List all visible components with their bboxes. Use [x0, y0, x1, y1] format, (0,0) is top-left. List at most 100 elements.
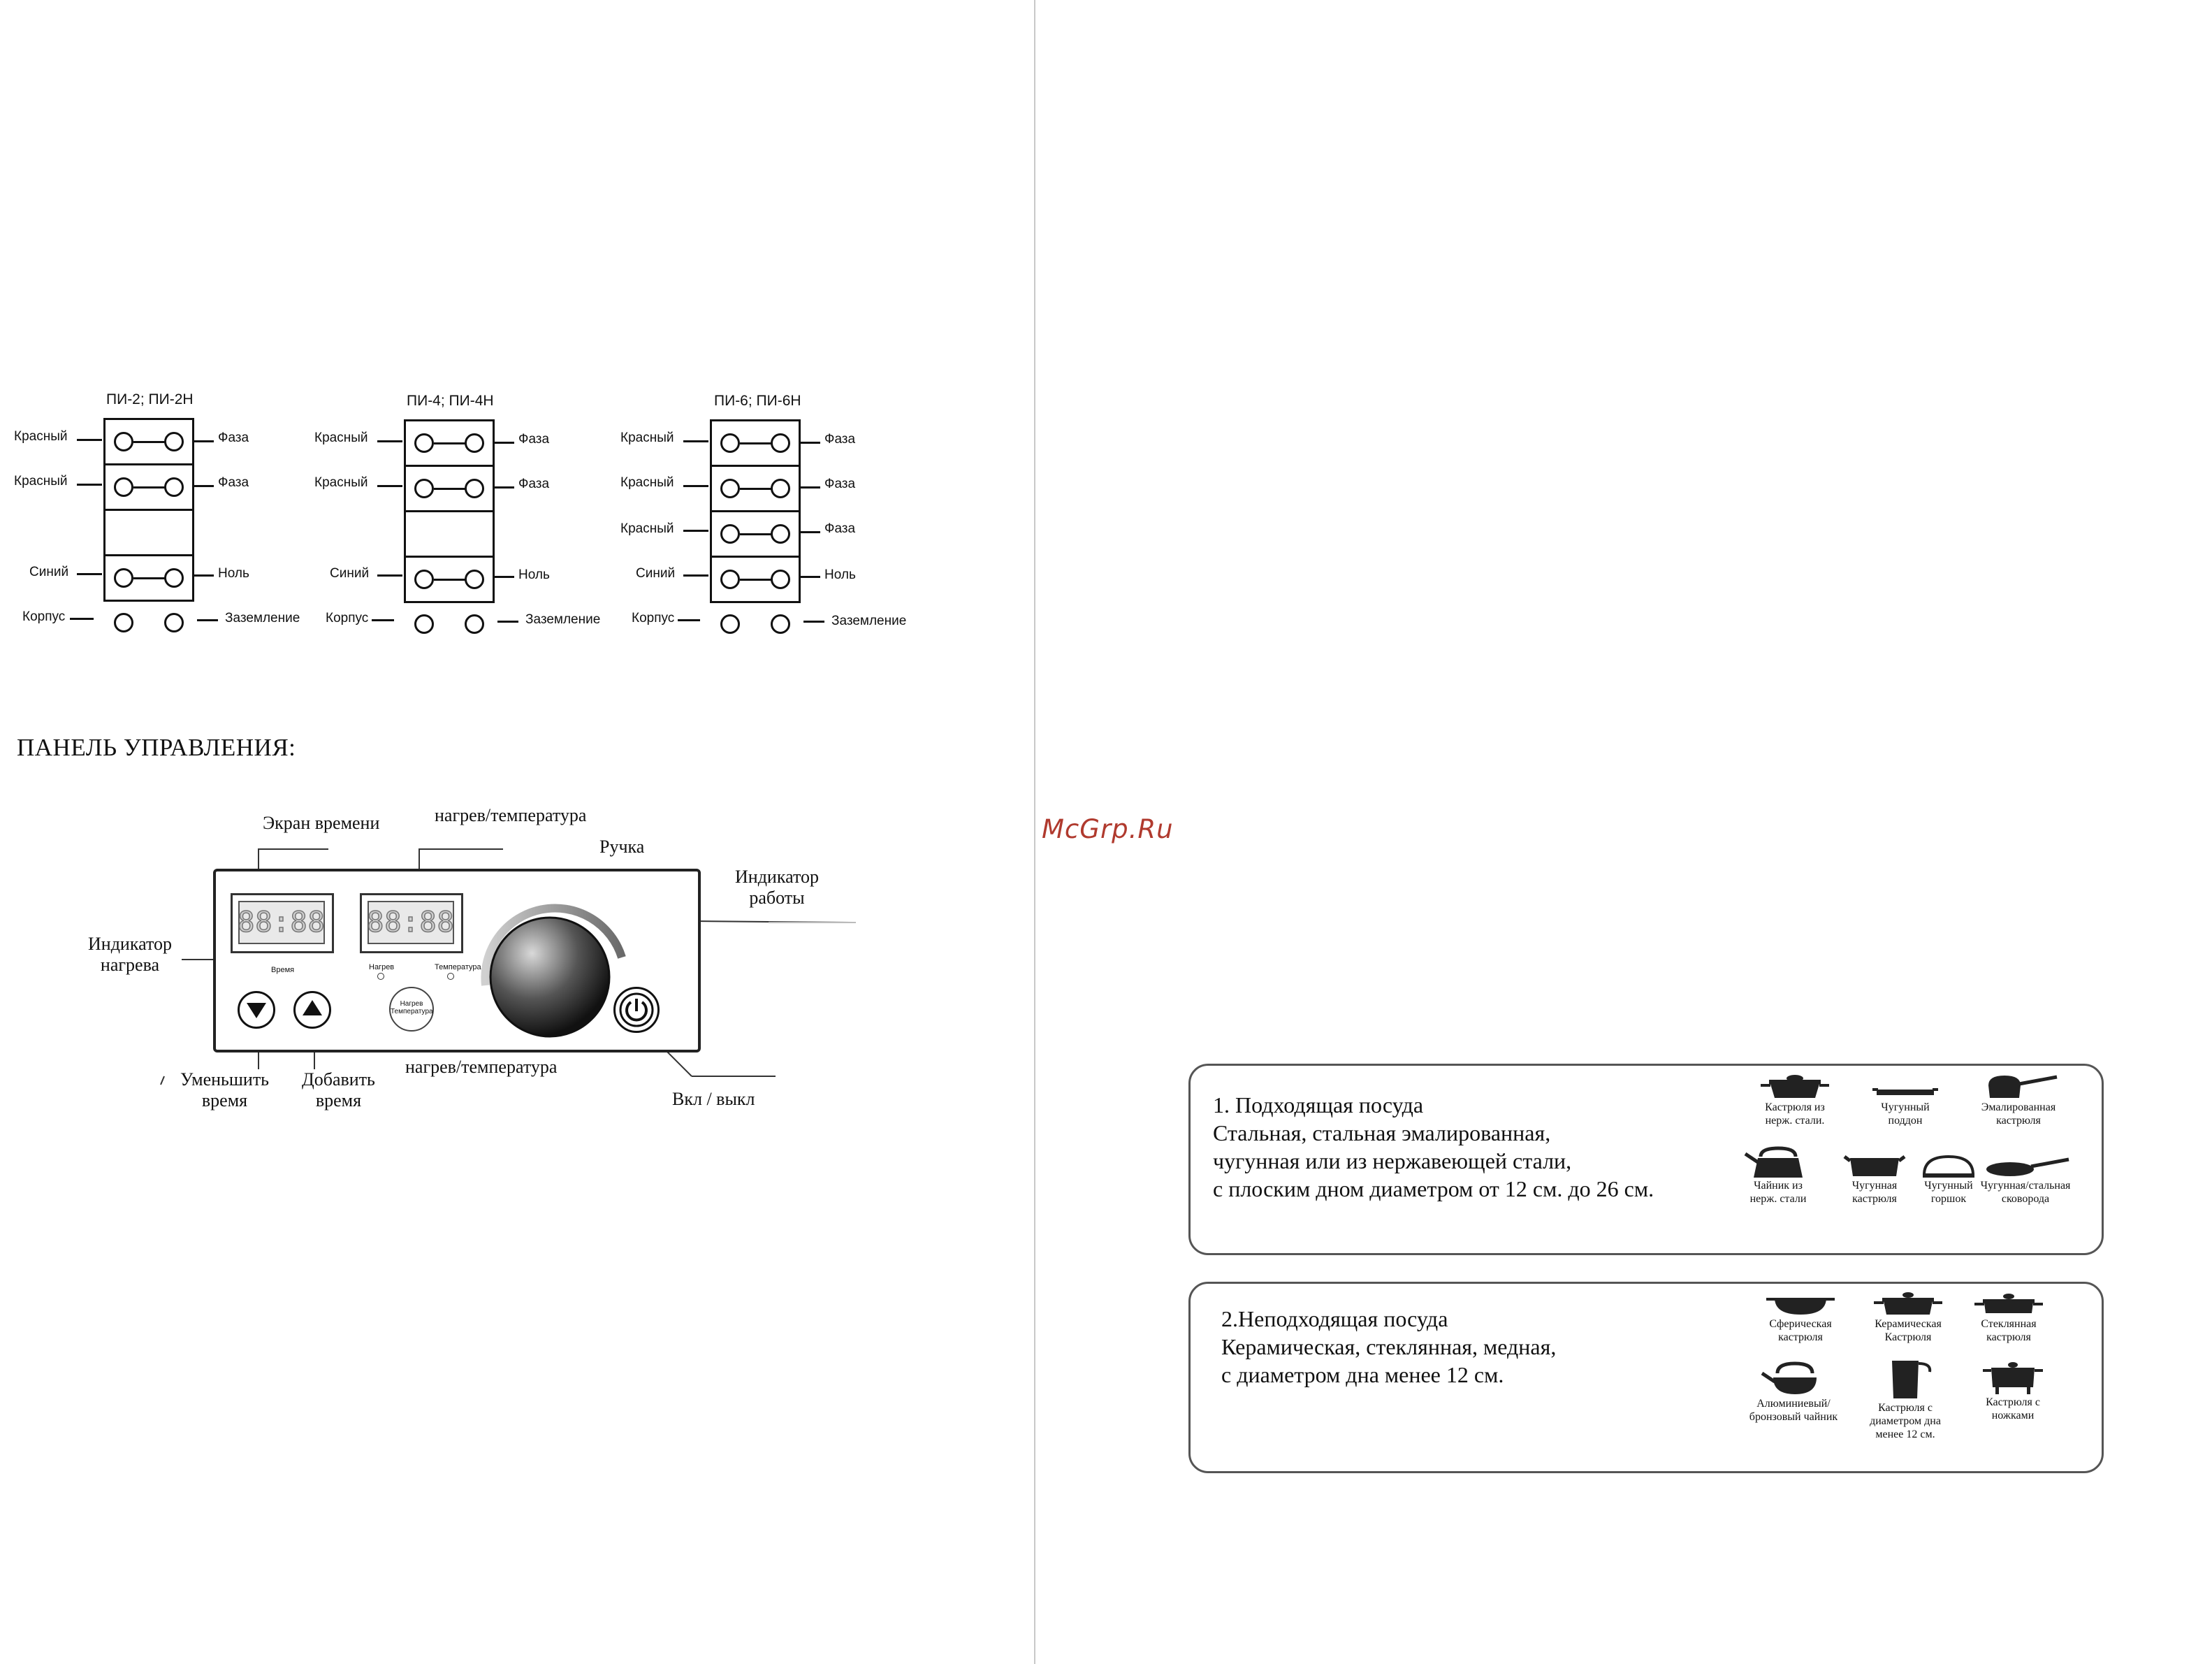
cookware-item: Алюминиевый/бронзовый чайник	[1741, 1359, 1846, 1424]
increase-time-callout: Добавить время	[302, 1069, 375, 1111]
cookware-label: Чугунная/стальная	[1980, 1180, 2071, 1192]
wire-label-right: Фаза	[824, 521, 856, 536]
terminal-row	[406, 558, 493, 601]
increase-time-button[interactable]	[293, 991, 331, 1029]
terminal-screw-icon	[465, 433, 484, 453]
suitable-line: чугунная или из нержавеющей стали,	[1213, 1148, 1572, 1173]
wire-label-left: Красный	[620, 521, 674, 536]
wire-label-right: Ноль	[218, 566, 249, 581]
terminal-screw-icon	[114, 432, 133, 451]
terminal-row	[712, 421, 799, 467]
wire-label-right: Ноль	[824, 567, 856, 582]
stainless-kettle-icon	[1744, 1146, 1803, 1178]
increase-time-line: время	[315, 1090, 362, 1110]
heat-temp-button-label: Температура	[391, 1008, 433, 1015]
heat-indicator-led	[377, 973, 384, 980]
terminal-screw-icon	[465, 479, 484, 498]
terminal-screw-icon	[465, 614, 484, 634]
terminal-screw-icon	[414, 570, 434, 589]
wiring-diagram-pi4: ПИ-4; ПИ-4Н Красный Фаза Красный Фаза Си…	[279, 393, 615, 686]
temperature-label: Температура	[435, 963, 481, 971]
cookware-label: менее 12 см.	[1875, 1428, 1935, 1440]
suitable-cookware-box: 1. Подходящая посуда Стальная, стальная …	[1188, 1064, 2104, 1255]
power-button[interactable]	[613, 987, 660, 1033]
cast-iron-pot-icon	[1843, 1155, 1906, 1176]
legged-pot-icon	[1983, 1362, 2043, 1394]
wire-label-right: Заземление	[525, 612, 601, 627]
wire-label-left: Корпус	[326, 611, 369, 625]
wiring-title: ПИ-6; ПИ-6Н	[714, 393, 801, 409]
terminal-screw-icon	[771, 524, 790, 544]
wire-label-right: Фаза	[518, 432, 550, 447]
arrow-up-icon	[303, 1000, 322, 1015]
time-label: Время	[271, 966, 295, 974]
cookware-label: кастрюля	[1852, 1193, 1897, 1205]
small-base-pot-icon	[1892, 1361, 1932, 1398]
page-divider	[1034, 0, 1035, 1664]
terminal-row	[406, 467, 493, 512]
cookware-label: сковорода	[2001, 1193, 2050, 1205]
ground-terminals	[103, 601, 190, 644]
wire-label-right: Фаза	[518, 477, 550, 491]
decrease-time-button[interactable]	[238, 991, 275, 1029]
wiring-title: ПИ-2; ПИ-2Н	[106, 391, 194, 407]
cookware-label: Кастрюля из	[1765, 1101, 1825, 1113]
terminal-row	[712, 467, 799, 512]
cookware-label: диаметром дна	[1870, 1415, 1941, 1427]
wire-label-right: Фаза	[218, 475, 249, 490]
heat-label: Нагрев	[369, 963, 395, 971]
heat-temp-top-callout: нагрев/температура	[435, 805, 587, 825]
heat-temp-button-label: Нагрев	[400, 1000, 423, 1008]
wire-label-right: Ноль	[518, 567, 550, 582]
terminal-screw-icon	[414, 433, 434, 453]
wire-label-right: Заземление	[225, 611, 300, 625]
watermark: McGrp.Ru	[1042, 814, 1174, 844]
terminal-screw-icon	[114, 477, 133, 497]
wire-label-left: Красный	[620, 431, 674, 445]
work-indicator-callout: Индикатор работы	[735, 867, 819, 909]
heat-temperature-button[interactable]: Нагрев Температура	[389, 987, 434, 1032]
cookware-label: бронзовый чайник	[1749, 1411, 1838, 1423]
terminal-screw-icon	[771, 570, 790, 589]
unsuitable-cookware-box: 2.Неподходящая посуда Керамическая, стек…	[1188, 1282, 2104, 1473]
cookware-label: Чайник из	[1754, 1180, 1803, 1192]
cookware-label: Чугунный	[1881, 1101, 1930, 1113]
heat-temp-display-digits: 88:88	[367, 901, 454, 944]
suitable-line: с плоским дном диаметром от 12 см. до 26…	[1213, 1176, 1654, 1201]
control-knob[interactable]	[472, 881, 632, 1041]
heat-indicator-callout: Индикатор нагрева	[88, 934, 172, 976]
unsuitable-cookware-text: 2.Неподходящая посуда Керамическая, стек…	[1221, 1305, 1556, 1389]
unsuitable-line: с диаметром дна менее 12 см.	[1221, 1362, 1504, 1387]
decrease-time-line: время	[201, 1090, 248, 1110]
terminal-row-empty	[105, 511, 192, 556]
increase-time-line: Добавить	[302, 1069, 375, 1090]
terminal-screw-icon	[164, 432, 184, 451]
wire-label-right: Фаза	[824, 477, 856, 491]
suitable-title: 1. Подходящая посуда	[1213, 1092, 1424, 1117]
cookware-label: ножками	[1991, 1410, 2035, 1421]
time-display: 88:88	[231, 893, 334, 953]
decrease-time-line: Уменьшить	[180, 1069, 270, 1090]
terminal-screw-icon	[114, 613, 133, 632]
terminal-row	[105, 420, 192, 465]
cookware-label: Чугунная	[1851, 1180, 1898, 1192]
control-panel-diagram: 88:88 Время 88:88 Нагрев Температура	[0, 797, 1034, 1132]
cookware-label: Керамическая	[1875, 1318, 1942, 1330]
terminal-block	[404, 419, 495, 603]
glass-pot-icon	[1974, 1294, 2043, 1313]
wire-label-left: Синий	[29, 565, 69, 579]
suitable-cookware-text: 1. Подходящая посуда Стальная, стальная …	[1213, 1091, 1654, 1203]
decrease-time-callout: Уменьшить время	[180, 1069, 269, 1111]
wiring-title: ПИ-4; ПИ-4Н	[407, 393, 494, 409]
knob-callout: Ручка	[599, 837, 645, 857]
wire-label-right: Фаза	[218, 431, 249, 445]
cookware-label: Эмалированная	[1981, 1101, 2056, 1113]
cookware-label: Чугунный	[1924, 1180, 1973, 1192]
terminal-row	[105, 465, 192, 511]
terminal-screw-icon	[720, 433, 740, 453]
